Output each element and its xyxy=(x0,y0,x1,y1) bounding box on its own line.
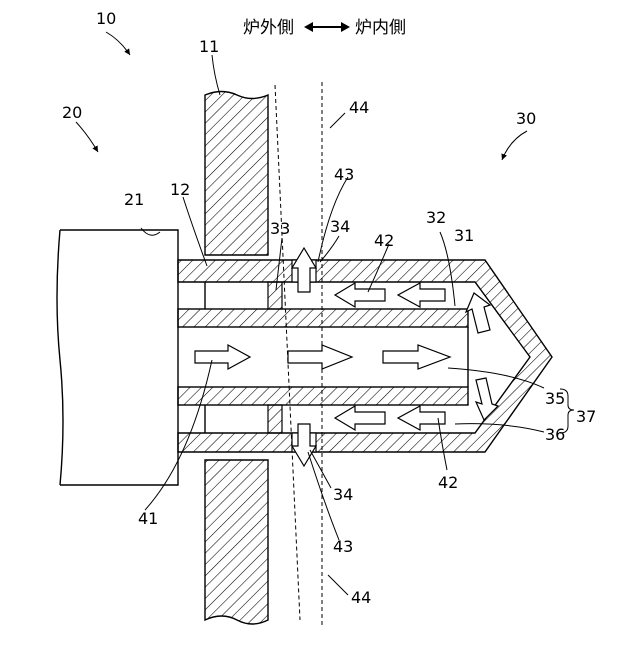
inside-side-label: 炉内側 xyxy=(355,18,406,38)
label-44-bottom: 44 xyxy=(351,588,371,607)
block-arrow-icon xyxy=(335,283,385,307)
label-35: 35 xyxy=(545,389,565,408)
label-41: 41 xyxy=(138,509,158,528)
label-20: 20 xyxy=(62,103,82,122)
block-arrow-icon xyxy=(398,406,445,430)
spacer xyxy=(268,282,282,433)
label-31: 31 xyxy=(454,226,474,245)
block-arrow-icon xyxy=(466,293,490,333)
label-42-top: 42 xyxy=(374,231,394,250)
label-44-top: 44 xyxy=(349,98,369,117)
label-11: 11 xyxy=(199,37,219,56)
label-21: 21 xyxy=(124,190,144,209)
left-right-arrow-icon xyxy=(304,22,350,32)
label-36: 36 xyxy=(545,425,565,444)
label-30: 30 xyxy=(516,109,536,128)
label-43-top: 43 xyxy=(334,165,354,184)
outside-side-label: 炉外側 xyxy=(243,18,294,38)
header: 炉外側 炉内側 xyxy=(243,18,406,38)
label-32: 32 xyxy=(426,208,446,227)
label-34-top: 34 xyxy=(330,217,350,236)
block-arrow-icon xyxy=(383,345,450,369)
label-12: 12 xyxy=(170,180,190,199)
block-arrow-icon xyxy=(195,345,250,369)
block-arrow-icon xyxy=(288,345,352,369)
label-33: 33 xyxy=(270,219,290,238)
block-arrow-icon xyxy=(398,283,445,307)
label-10: 10 xyxy=(96,9,116,28)
label-42-bottom: 42 xyxy=(438,473,458,492)
block-arrow-icon xyxy=(335,406,385,430)
unit-body xyxy=(57,230,178,485)
label-37: 37 xyxy=(576,407,596,426)
label-34-bottom: 34 xyxy=(333,485,353,504)
flow-41-arrows xyxy=(195,345,450,369)
label-43-bottom: 43 xyxy=(333,537,353,556)
